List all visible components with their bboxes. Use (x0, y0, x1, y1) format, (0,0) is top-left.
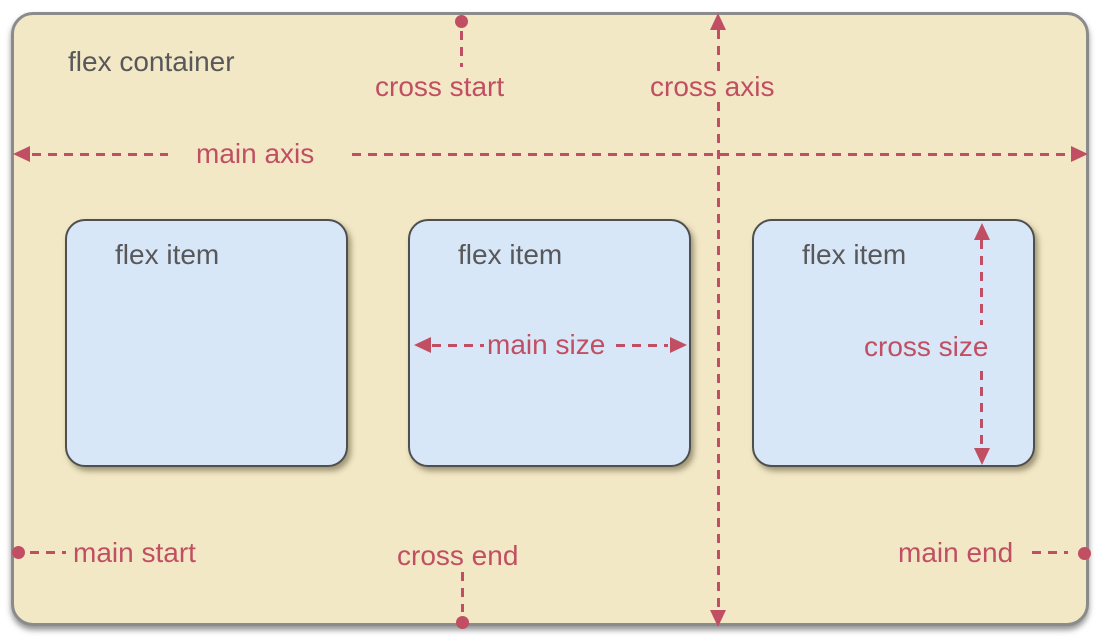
flex-item-1: flex item (65, 219, 348, 467)
flex-container-box: flex container flex item flex item flex … (11, 12, 1089, 626)
cross-size-up-arrow-icon (974, 223, 990, 240)
cross-axis-dash-main (717, 102, 720, 610)
main-end-dot-icon (1078, 547, 1091, 560)
main-size-label: main size (487, 329, 606, 360)
cross-size-dash-top (980, 240, 983, 325)
flex-item-1-label: flex item (115, 239, 220, 270)
main-end-dash (1032, 551, 1068, 554)
cross-size-dash-bottom (980, 371, 983, 448)
cross-end-dash (461, 572, 464, 612)
main-axis-dash-left (32, 153, 168, 156)
flex-item-2: flex item (408, 219, 691, 467)
cross-end-label: cross end (397, 540, 519, 571)
cross-start-dash (460, 31, 463, 67)
cross-start-dot-icon (455, 15, 468, 28)
cross-axis-label: cross axis (650, 71, 775, 102)
main-size-right-arrow-icon (670, 337, 687, 353)
cross-size-down-arrow-icon (974, 448, 990, 465)
flex-item-3: flex item (752, 219, 1035, 467)
cross-axis-up-arrow-icon (710, 13, 726, 30)
main-size-dash-left (432, 344, 484, 347)
main-start-dash (30, 551, 66, 554)
cross-axis-down-arrow-icon (710, 610, 726, 627)
main-size-left-arrow-icon (414, 337, 431, 353)
main-start-label: main start (73, 537, 196, 568)
main-axis-left-arrow-icon (13, 146, 30, 162)
main-start-dot-icon (12, 546, 25, 559)
main-end-label: main end (898, 537, 1014, 568)
flex-item-2-label: flex item (458, 239, 563, 270)
main-axis-right-arrow-icon (1071, 146, 1088, 162)
cross-axis-dash-top (717, 30, 720, 71)
flex-item-3-label: flex item (802, 239, 907, 270)
main-axis-dash-right (352, 153, 1070, 156)
cross-size-label: cross size (864, 331, 989, 362)
main-size-dash-right (616, 344, 668, 347)
main-axis-label: main axis (196, 138, 315, 169)
flex-container-label: flex container (68, 46, 235, 77)
cross-start-label: cross start (375, 71, 505, 102)
cross-end-dot-icon (456, 616, 469, 629)
